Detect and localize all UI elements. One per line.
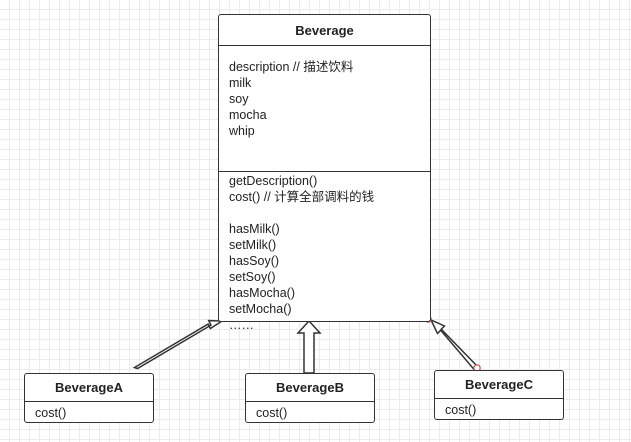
method-item: setMilk(): [229, 238, 277, 252]
class-name: BeverageB: [246, 374, 374, 402]
class-name: BeverageC: [435, 371, 563, 399]
section-divider: [219, 171, 430, 172]
beverage-c-class-box[interactable]: BeverageC cost(): [434, 370, 564, 420]
methods-section: getDescription() cost() // 计算全部调料的钱 hasM…: [219, 172, 430, 333]
field-item: whip: [229, 124, 255, 138]
method-item: ……: [229, 318, 254, 332]
method-item: setMocha(): [229, 302, 292, 316]
method-item: cost(): [445, 403, 477, 417]
field-item: description // 描述饮料: [229, 60, 354, 74]
beverage-a-class-box[interactable]: BeverageA cost(): [24, 373, 154, 423]
inheritance-arrow-c: [429, 318, 480, 372]
method-item: hasMocha(): [229, 286, 295, 300]
method-item: cost(): [35, 406, 67, 420]
method-item: hasSoy(): [229, 254, 280, 268]
inheritance-arrow-b: [296, 319, 322, 374]
class-name: BeverageA: [25, 374, 153, 402]
method-item: cost(): [256, 406, 288, 420]
method-item: cost() // 计算全部调料的钱: [229, 190, 375, 204]
method-item: setSoy(): [229, 270, 276, 284]
method-item: getDescription(): [229, 174, 318, 188]
class-name: Beverage: [219, 15, 430, 46]
fields-section: description // 描述饮料 milk soy mocha whip: [219, 46, 430, 171]
field-item: milk: [229, 76, 252, 90]
method-item: hasMilk(): [229, 222, 280, 236]
beverage-class-box[interactable]: Beverage description // 描述饮料 milk soy mo…: [218, 14, 431, 332]
field-item: soy: [229, 92, 249, 106]
inheritance-arrow-a: [132, 319, 225, 370]
field-item: mocha: [229, 108, 267, 122]
beverage-b-class-box[interactable]: BeverageB cost(): [245, 373, 375, 423]
